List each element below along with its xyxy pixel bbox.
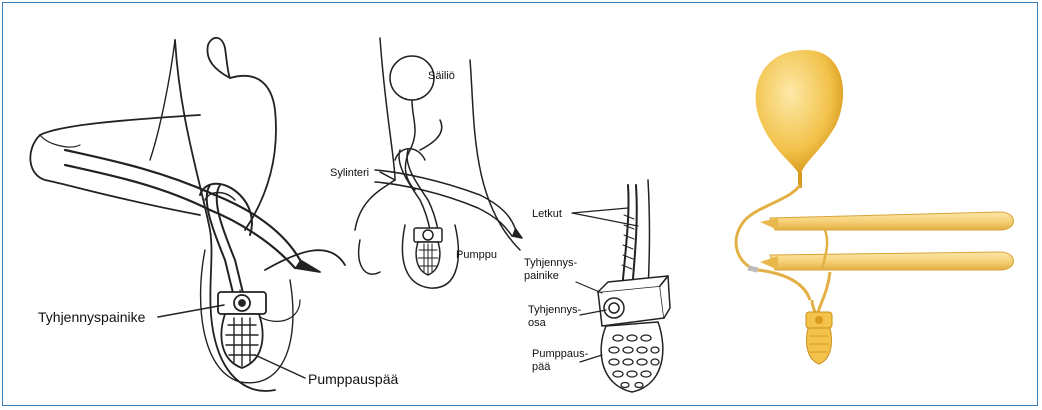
label-drain-part-line1: Tyhjennys- <box>528 304 582 316</box>
label-drain-part-line2: osa <box>528 317 547 329</box>
pump-closeup-illustration <box>572 180 670 392</box>
label-pump-head-line2: pää <box>532 361 551 373</box>
label-drain-button-line1: Tyhjennys- <box>524 257 578 269</box>
label-cylinder: Sylinteri <box>330 167 369 179</box>
reservoir-balloon <box>756 50 843 175</box>
upper-cylinder <box>770 212 1014 230</box>
label-reservoir: Säiliö <box>428 70 455 82</box>
label-pump-head: Pumppauspää <box>308 371 399 387</box>
pump-bulb <box>806 328 831 364</box>
device-photo <box>736 50 1013 364</box>
label-pump-head-line1: Pumppaus- <box>532 348 589 360</box>
label-pump: Pumppu <box>456 249 497 261</box>
label-drain-button-line2: painike <box>524 270 559 282</box>
label-tubes: Letkut <box>532 208 562 220</box>
lower-cylinder <box>770 252 1014 270</box>
label-drain-button: Tyhjennyspainike <box>38 309 146 325</box>
left-illustration <box>30 38 345 391</box>
